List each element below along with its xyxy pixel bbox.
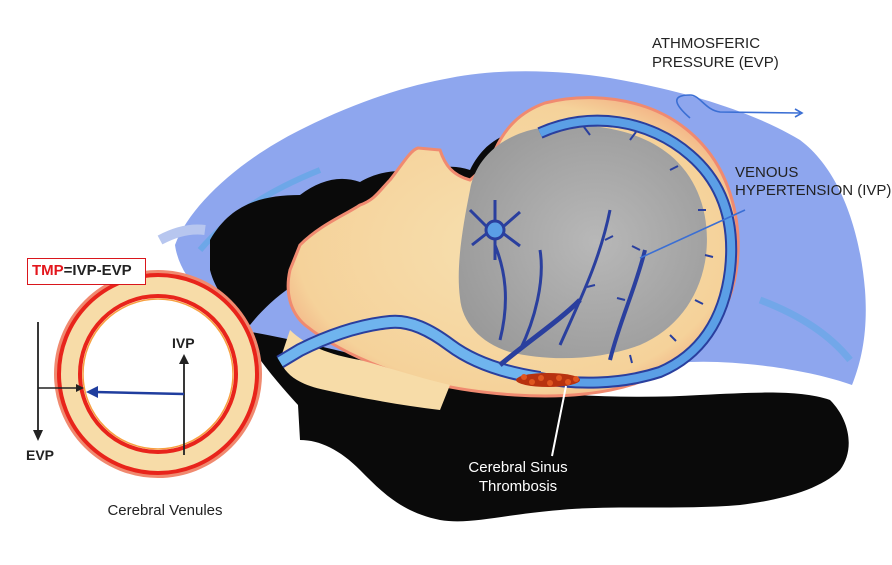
tmp-term: TMP xyxy=(32,262,64,279)
ivp-label: IVP xyxy=(172,334,195,353)
evp-label: EVP xyxy=(26,446,54,465)
cerebral-sinus-thrombosis-label: Cerebral Sinus Thrombosis xyxy=(458,458,578,496)
thrombus xyxy=(516,373,580,387)
venous-hypertension-label: VENOUS HYPERTENSION (IVP) xyxy=(735,164,891,200)
atmospheric-pressure-label: ATHMOSFERIC PRESSURE (EVP) xyxy=(652,34,779,72)
tmp-formula-box: TMP=IVP-EVP xyxy=(27,258,146,285)
cerebral-venules-label: Cerebral Venules xyxy=(100,501,230,520)
venule-cross-section xyxy=(56,272,260,476)
tmp-formula-rest: =IVP-EVP xyxy=(64,262,132,279)
